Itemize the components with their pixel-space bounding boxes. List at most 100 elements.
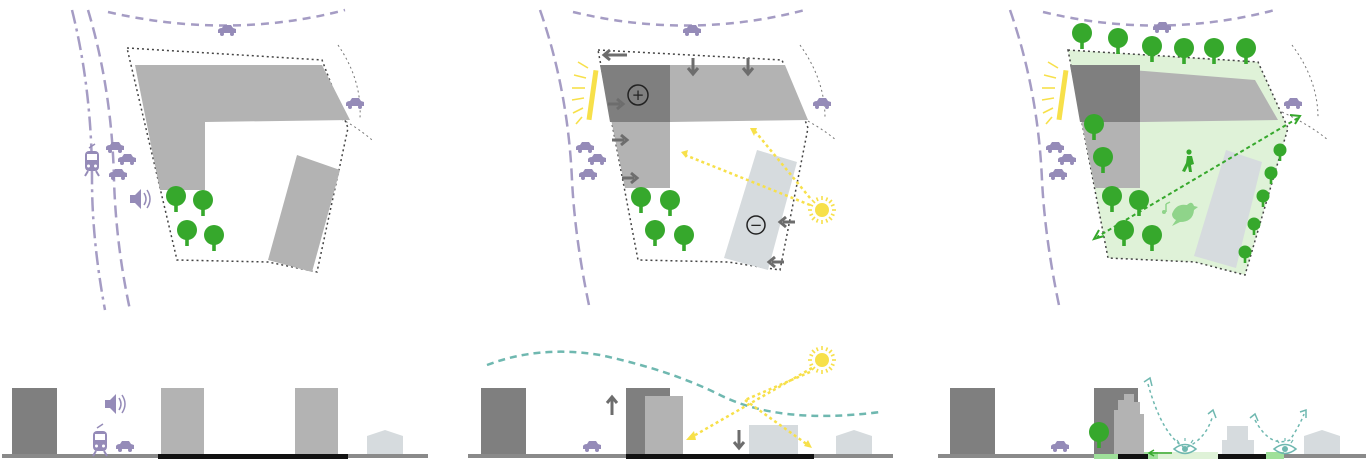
building-light-section bbox=[645, 396, 683, 454]
car-icon bbox=[1046, 142, 1064, 153]
hot-facade bbox=[1056, 69, 1069, 121]
building-slab bbox=[268, 155, 340, 272]
site-boundary bbox=[597, 49, 809, 271]
arrow-icon bbox=[778, 215, 797, 229]
arrow-icon bbox=[686, 431, 696, 440]
car-icon bbox=[346, 98, 364, 109]
minus-icon: − bbox=[746, 215, 766, 235]
panel-existing-plan bbox=[70, 8, 373, 311]
car-icon bbox=[588, 154, 606, 165]
building-stepped-section bbox=[1114, 394, 1144, 454]
building-l-shape bbox=[135, 65, 350, 190]
car-icon bbox=[1284, 98, 1302, 109]
sun-icon bbox=[807, 195, 837, 225]
wind-arrow-down bbox=[732, 430, 746, 451]
building-tall-dark bbox=[950, 388, 995, 454]
eye-icon bbox=[1273, 437, 1297, 455]
road-curve-top bbox=[107, 8, 346, 27]
svg-text:+: + bbox=[632, 86, 645, 104]
car-icon bbox=[813, 98, 831, 109]
car-icon bbox=[1058, 154, 1076, 165]
tree-icon bbox=[1072, 23, 1092, 49]
speaker-icon bbox=[104, 393, 126, 415]
lane-right-2 bbox=[1281, 111, 1329, 141]
building-pale-slab bbox=[1194, 150, 1262, 268]
wind-curve bbox=[486, 350, 881, 418]
panel-proposal-section bbox=[938, 376, 1366, 459]
house-icon bbox=[836, 430, 872, 454]
panel-analysis-section bbox=[468, 345, 893, 459]
road-left-inner bbox=[86, 9, 132, 311]
car-icon bbox=[116, 441, 134, 452]
pedestrian-icon bbox=[1182, 149, 1194, 172]
building-tall-dark bbox=[481, 388, 526, 454]
tree-icon bbox=[204, 225, 224, 251]
tree-icon bbox=[1108, 28, 1128, 54]
road-curve-top bbox=[572, 8, 806, 27]
tree-icon bbox=[674, 225, 694, 251]
wind-arrows bbox=[601, 48, 797, 269]
sun-icon bbox=[807, 345, 837, 375]
green-ground-3 bbox=[1266, 452, 1284, 459]
car-icon bbox=[583, 441, 601, 452]
arrow-icon bbox=[681, 150, 688, 158]
road-left-outer bbox=[70, 9, 107, 311]
site-ground bbox=[158, 454, 348, 459]
car-icon bbox=[576, 142, 594, 153]
panel-analysis-plan: + − bbox=[538, 8, 837, 311]
car-icon bbox=[1049, 169, 1067, 180]
view-arc bbox=[1147, 383, 1305, 449]
building-pale-section bbox=[1222, 426, 1254, 454]
building-section-2 bbox=[295, 388, 338, 454]
site-ground-dark bbox=[1218, 454, 1266, 459]
car-icon bbox=[106, 142, 124, 153]
speaker-icon bbox=[129, 188, 151, 210]
green-ground-2 bbox=[1158, 452, 1218, 459]
sun-path-arrows bbox=[684, 129, 811, 207]
building-pale-section bbox=[749, 425, 798, 454]
tree-icon bbox=[645, 220, 665, 246]
tree-icon bbox=[166, 186, 186, 212]
panel-proposal-plan bbox=[1008, 8, 1329, 311]
site-ground-dark bbox=[1118, 454, 1148, 459]
car-icon bbox=[1153, 22, 1171, 33]
arrow-icon bbox=[750, 128, 757, 136]
hot-facade bbox=[586, 69, 599, 121]
tree-icon bbox=[631, 187, 651, 213]
lane-right bbox=[337, 44, 361, 119]
car-icon bbox=[109, 169, 127, 180]
building-pale-slab bbox=[724, 150, 797, 270]
road-left bbox=[1008, 9, 1062, 311]
site-boundary bbox=[126, 47, 349, 273]
road-left bbox=[538, 9, 592, 311]
bird-icon bbox=[1162, 201, 1198, 226]
lane-right bbox=[1291, 44, 1319, 119]
car-icon bbox=[118, 154, 136, 165]
car-icon bbox=[1051, 441, 1069, 452]
house-icon bbox=[367, 430, 403, 454]
path-arrow-left bbox=[1147, 449, 1172, 457]
arrow-icon bbox=[804, 440, 812, 448]
building-section-1 bbox=[161, 388, 204, 454]
eye-icon bbox=[1173, 437, 1197, 455]
tree-icon bbox=[660, 190, 680, 216]
tree-icon bbox=[177, 220, 197, 246]
sun-path-arrows bbox=[689, 366, 813, 447]
house-icon bbox=[1304, 430, 1340, 454]
building-dark-block bbox=[1070, 65, 1140, 122]
car-icon bbox=[579, 169, 597, 180]
svg-text:−: − bbox=[750, 216, 763, 234]
pedestrian-path bbox=[1091, 114, 1302, 241]
tree-icon bbox=[193, 190, 213, 216]
building-tall-dark bbox=[12, 388, 57, 454]
sun-rays-left bbox=[571, 61, 589, 125]
plus-icon: + bbox=[627, 84, 649, 106]
site-ground bbox=[626, 454, 814, 459]
panel-existing-section bbox=[2, 388, 428, 459]
sun-rays-left bbox=[1041, 61, 1059, 125]
wind-arrow-up bbox=[605, 394, 619, 415]
tram-icon bbox=[92, 423, 108, 457]
lane-right bbox=[799, 44, 826, 119]
